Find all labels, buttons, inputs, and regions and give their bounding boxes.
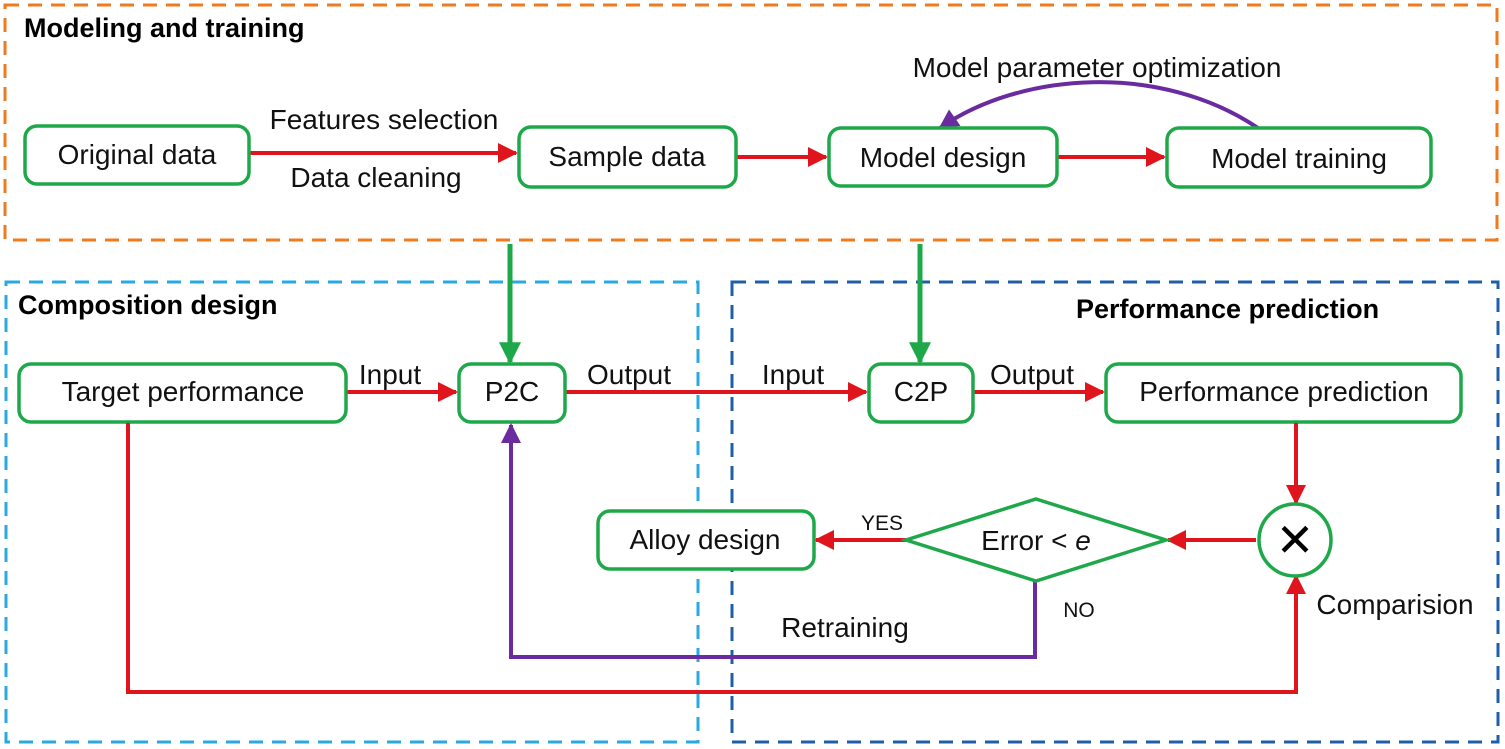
node-c2p (867, 362, 975, 424)
error-label-prefix: Error < (981, 525, 1075, 556)
node-alloy-design (596, 509, 816, 571)
node-model-design (827, 126, 1059, 188)
arrow-target-to-comparison (126, 423, 1306, 694)
node-error-decision-label: Error < e (981, 525, 1091, 556)
node-performance-prediction-label: Performance prediction (1139, 376, 1428, 407)
module-performance-frame (730, 280, 1500, 744)
module-modeling-frame (3, 3, 1499, 242)
node-model-training-label: Model training (1211, 143, 1387, 174)
node-sample-data (517, 125, 738, 189)
edge-label-input-c2p: Input (762, 359, 824, 390)
node-model-training (1165, 126, 1433, 189)
node-p2c-label: P2C (485, 376, 539, 407)
node-error-decision (900, 497, 1172, 583)
edge-label-comparison: Comparision (1316, 589, 1473, 620)
node-comparison (1257, 502, 1333, 578)
edge-label-retraining: Retraining (781, 612, 909, 643)
node-target-performance (17, 362, 348, 424)
error-label-variable: e (1075, 525, 1091, 556)
edge-label-yes: YES (861, 512, 903, 535)
edge-label-data-cleaning: Data cleaning (290, 162, 461, 193)
comparison-cross-icon: ✕ (1276, 513, 1315, 567)
edge-label-input-p2c: Input (359, 359, 421, 390)
edge-label-output-c2p: Output (990, 359, 1074, 390)
module-composition-frame (4, 280, 700, 744)
node-performance-prediction (1104, 362, 1463, 424)
module-composition-title: Composition design (18, 290, 278, 320)
node-original-data (23, 124, 251, 186)
node-sample-data-label: Sample data (548, 141, 706, 172)
node-alloy-design-label: Alloy design (630, 524, 781, 555)
node-model-design-label: Model design (860, 142, 1027, 173)
node-original-data-label: Original data (58, 139, 217, 170)
node-p2c (457, 362, 567, 424)
edge-label-no: NO (1063, 599, 1095, 622)
arrow-parameter-optimization (938, 80, 1260, 130)
module-performance-title: Performance prediction (1076, 294, 1379, 324)
arrow-retraining-to-p2c (501, 423, 1037, 659)
edge-label-model-parameter-optimization: Model parameter optimization (913, 52, 1282, 83)
edge-label-output-p2c: Output (587, 359, 671, 390)
node-target-performance-label: Target performance (62, 376, 305, 407)
node-c2p-label: C2P (894, 376, 948, 407)
module-modeling-title: Modeling and training (24, 13, 304, 43)
edge-label-features-selection: Features selection (270, 104, 499, 135)
